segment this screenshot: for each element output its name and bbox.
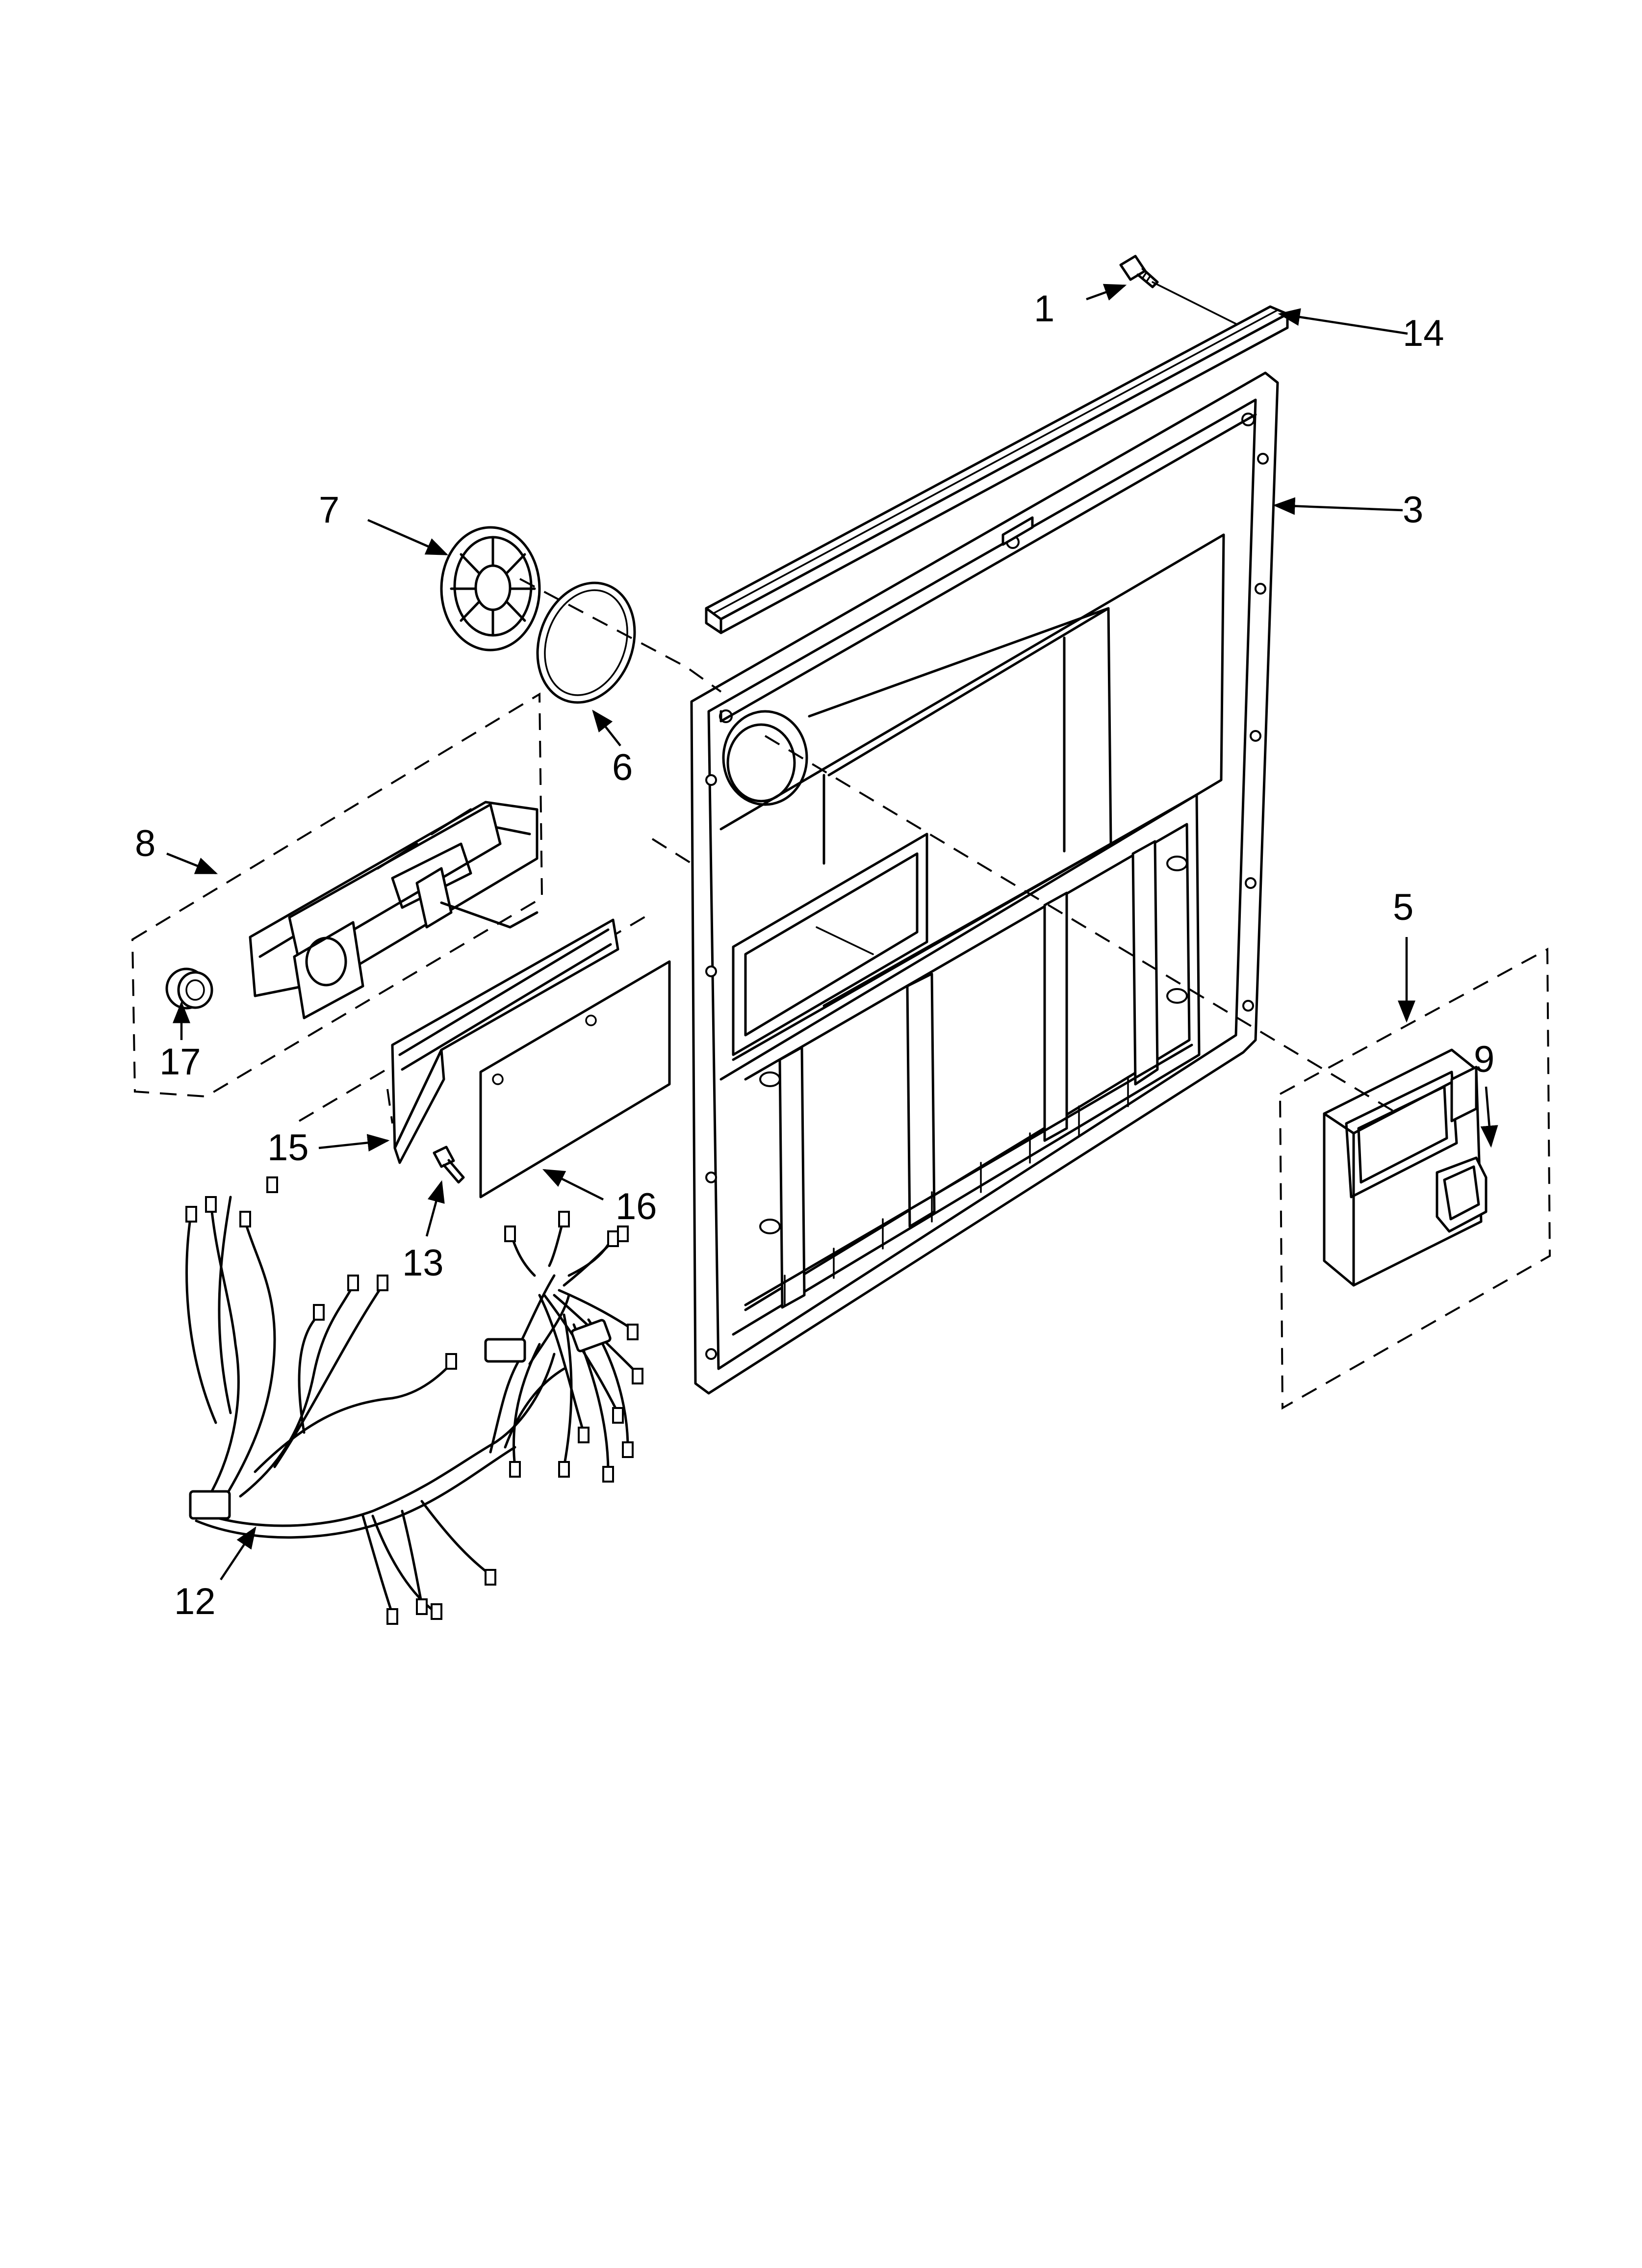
callout-1: 1 (1034, 288, 1054, 330)
leader-7 (367, 519, 449, 556)
leader-14 (1278, 308, 1408, 335)
callout-17: 17 (159, 1041, 201, 1083)
screw-1 (1119, 255, 1159, 288)
callout-15: 15 (267, 1127, 309, 1169)
callout-5: 5 (1393, 886, 1413, 928)
callout-3: 3 (1403, 489, 1423, 531)
door-latch (1323, 1048, 1483, 1287)
leader-16 (542, 1169, 604, 1201)
leader-1 (1086, 284, 1127, 301)
rinse-aid-cap (165, 967, 213, 1010)
callout-12: 12 (174, 1581, 216, 1622)
dispenser-gasket (391, 918, 619, 1164)
leader-6 (592, 709, 621, 747)
callout-8: 8 (135, 823, 155, 864)
callout-13: 13 (402, 1242, 444, 1284)
leader-9 (1480, 1086, 1498, 1148)
wiring-harness (185, 1176, 643, 1625)
screw-13 (433, 1146, 465, 1184)
callout-6: 6 (612, 747, 633, 788)
leader-12 (220, 1526, 257, 1581)
insulation-pad (479, 960, 671, 1199)
vent-cap (440, 526, 541, 652)
dispenser-group-outline (131, 692, 543, 1098)
callout-7: 7 (319, 489, 339, 531)
inner-door-panel (690, 371, 1279, 1395)
leader-8 (166, 852, 218, 875)
latch-group-outline (1279, 947, 1551, 1410)
detergent-dispenser (249, 801, 539, 1019)
vent-gasket-ring (536, 581, 636, 704)
callout-16: 16 (616, 1186, 657, 1227)
latch-gasket (1436, 1156, 1488, 1233)
leader-13 (425, 1180, 445, 1237)
callout-14: 14 (1403, 313, 1444, 354)
leader-3 (1273, 497, 1403, 515)
leader-15 (318, 1134, 390, 1152)
callout-9: 9 (1474, 1039, 1494, 1080)
